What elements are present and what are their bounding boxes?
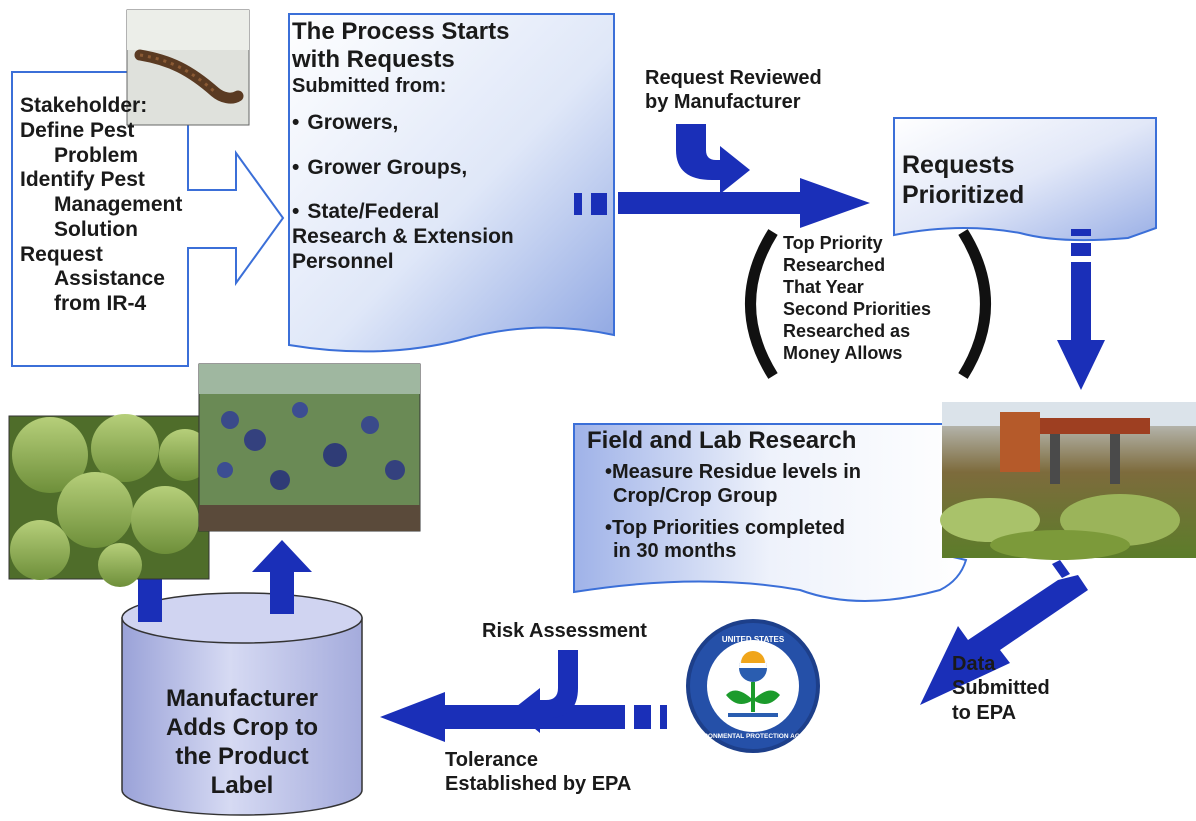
stakeholder-item-2-tail: Management: [54, 193, 183, 217]
process-start-item-1: Growers,: [292, 111, 612, 136]
request-reviewed-line-2: by Manufacturer: [645, 90, 801, 113]
risk-curved-arrow: [512, 650, 578, 733]
epa-seal: [686, 619, 820, 753]
request-reviewed-line-1: Request Reviewed: [645, 67, 822, 89]
requests-prioritized-document: [893, 117, 1157, 242]
process-start-tail-1: Research & Extension: [292, 225, 514, 249]
field-lab-bullet-2-line-1: •Top Priorities completed: [605, 516, 845, 539]
manufacturer-line-1: Manufacturer: [165, 685, 319, 712]
manufacturer-text: Manufacturer Adds Crop to the Product La…: [128, 684, 356, 800]
data-submitted-text: Data Submitted to EPA: [952, 652, 1050, 725]
field-lab-bullet-2-line-2: in 30 months: [613, 540, 737, 563]
requests-prioritized-line-2: Prioritized: [902, 181, 1025, 209]
blueberries-photo: [198, 363, 421, 532]
tolerance-text: Tolerance Established by EPA: [445, 748, 631, 797]
risk-assessment-label: Risk Assessment: [482, 620, 647, 642]
process-start-subtitle: Submitted from:: [292, 75, 447, 98]
tolerance-line-1: Tolerance: [445, 749, 538, 771]
priority-note-text: Top Priority Researched That Year Second…: [783, 233, 931, 365]
field-lab-document: [573, 423, 968, 602]
field-lab-bullet-1-line-1: •Measure Residue levels in: [605, 461, 862, 484]
data-submitted-line-1: Data: [952, 653, 996, 675]
left-parenthesis: [745, 229, 778, 379]
stakeholder-text: Stakeholder: Define Pest Problem Identif…: [20, 94, 195, 317]
manufacturer-line-2: Adds Crop to: [166, 714, 318, 742]
stakeholder-item-3-tail: Solution: [54, 217, 138, 241]
process-start-item-3: State/Federal: [292, 200, 612, 225]
arrow-down-to-research: [1057, 229, 1105, 390]
right-parenthesis: [958, 229, 991, 379]
tolerance-line-2: Established by EPA: [445, 773, 632, 796]
process-start-tail-2: Personnel: [292, 249, 394, 273]
arrow-to-manufacturer: [380, 692, 667, 742]
process-start-text: The Process Starts with Requests Submitt…: [292, 18, 612, 275]
priority-note-line-6: Money Allows: [783, 342, 903, 363]
process-start-title-1: The Process Starts: [292, 18, 510, 45]
farm-research-photo: [940, 402, 1196, 560]
requests-prioritized-line-1: Requests: [902, 151, 1015, 179]
requests-prioritized-text: Requests Prioritized: [902, 150, 1024, 210]
stakeholder-box: [11, 71, 285, 367]
data-submitted-line-2: Submitted: [952, 677, 1050, 700]
stakeholder-item-2-head: Identify Pest: [20, 168, 145, 192]
priority-note-line-4: Second Priorities: [783, 298, 932, 319]
arrow-up-to-blueberries: [252, 540, 312, 614]
request-reviewed-text: Request Reviewed by Manufacturer: [645, 67, 822, 114]
process-start-item-2: Grower Groups,: [292, 156, 612, 181]
priority-note-line-2: Researched: [783, 254, 886, 275]
stakeholder-item-1-head: Define Pest: [20, 118, 135, 142]
stakeholder-item-1-tail: Problem: [54, 143, 139, 167]
process-start-document: [288, 13, 615, 353]
manufacturer-line-4: Label: [210, 772, 274, 800]
manufacturer-cylinder: [121, 592, 363, 816]
stakeholder-title: Stakeholder:: [20, 94, 148, 117]
process-start-title-2: with Requests: [292, 45, 455, 73]
priority-note-line-3: That Year: [783, 276, 864, 297]
field-lab-text: Field and Lab Research •Measure Residue …: [587, 427, 861, 564]
manufacturer-line-3: the Product: [175, 743, 309, 771]
epa-seal-top-text: UNITED STATES: [722, 635, 785, 644]
stakeholder-item-4-head: Request: [20, 242, 103, 266]
field-lab-title: Field and Lab Research: [587, 427, 857, 454]
review-curved-arrow: [676, 124, 750, 194]
data-submitted-line-3: to EPA: [952, 701, 1017, 724]
field-lab-bullet-1-line-2: Crop/Crop Group: [613, 484, 778, 507]
epa-seal-bottom-text: ENVIRONMENTAL PROTECTION AGENCY: [688, 733, 819, 740]
cabbage-photo: [8, 414, 211, 587]
arrow-to-epa: [920, 560, 1088, 705]
stakeholder-item-4-tail: Assistance: [54, 267, 165, 291]
caterpillar-photo: [126, 9, 250, 126]
priority-note-line-5: Researched as: [783, 320, 911, 341]
priority-note-line-1: Top Priority: [783, 233, 883, 253]
stakeholder-item-5-tail: from IR-4: [54, 292, 147, 316]
